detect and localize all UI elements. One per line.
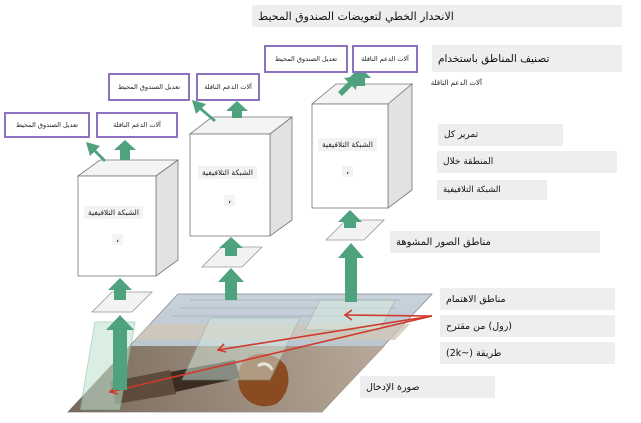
svm-box-2: آلات الدعم الناقلة bbox=[196, 73, 260, 101]
svm-box-3: آلات الدعم الناقلة bbox=[352, 45, 418, 73]
legend-method: طريقة (~2k) bbox=[440, 342, 615, 364]
bbox-regression-box-2: تعديل الصندوق المحيط bbox=[108, 73, 190, 101]
legend-warped-regions: مناطق الصور المشوهة bbox=[390, 231, 600, 253]
cnn-box-2 bbox=[188, 116, 294, 237]
cnn-box-3 bbox=[310, 83, 414, 209]
legend-roi: مناطق الاهتمام bbox=[440, 288, 615, 310]
cnn-comma-2: ، bbox=[224, 195, 236, 206]
cnn-label-2: الشبكة التلافيفية bbox=[198, 166, 257, 179]
cnn-label-1: الشبكة التلافيفية bbox=[84, 206, 143, 219]
legend-region-via: المنطقة خلال bbox=[437, 151, 617, 173]
cnn-box-1 bbox=[76, 159, 180, 277]
cnn-comma-1: ، bbox=[112, 234, 124, 245]
cnn-comma-3: ، bbox=[342, 166, 354, 177]
diagram-title: الانحدار الخطي لتعويضات الصندوق المحيط bbox=[252, 5, 622, 27]
legend-warp-each: تمرير كل bbox=[438, 124, 563, 146]
legend-input-image: صورة الإدخال bbox=[360, 376, 495, 398]
legend-cnn: الشبكة التلافيفية bbox=[437, 180, 547, 200]
warped-regions bbox=[91, 219, 385, 313]
cnn-label-3: الشبكة التلافيفية bbox=[318, 138, 377, 151]
legend-classify: تصنيف المناطق باستخدام bbox=[432, 45, 622, 72]
legend-from-proposal: (رول) من مقترح bbox=[440, 315, 615, 337]
bbox-regression-box-3: تعديل الصندوق المحيط bbox=[264, 45, 348, 73]
svm-box-1: آلات الدعم الناقلة bbox=[96, 112, 178, 138]
flow-arrows bbox=[86, 67, 371, 390]
legend-svm: آلات الدعم الناقلة bbox=[430, 79, 482, 87]
bbox-regression-box-1: تعديل الصندوق المحيط bbox=[4, 112, 90, 138]
